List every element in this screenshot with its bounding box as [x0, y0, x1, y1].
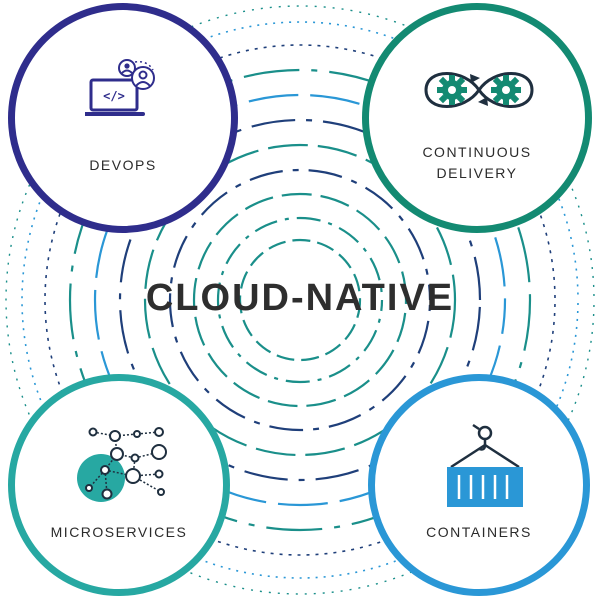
ring-8	[68, 68, 532, 532]
microservices-label: MICROSERVICES	[50, 524, 188, 540]
ring-4	[168, 168, 432, 432]
ring-9	[44, 44, 556, 556]
continuous-delivery-label-line2: DELIVERY	[436, 165, 518, 181]
ring-2	[216, 216, 384, 384]
shipping-container-crane-icon	[447, 423, 523, 507]
continuous-delivery-label: CONTINUOUS DELIVERY	[369, 142, 585, 184]
continuous-delivery-node: CONTINUOUS DELIVERY	[362, 3, 592, 233]
containers-node: CONTAINERS	[368, 374, 590, 596]
ring-1	[238, 238, 362, 362]
continuous-delivery-label-line1: CONTINUOUS	[422, 144, 532, 160]
devops-laptop-users-icon: </>	[85, 59, 155, 116]
ring-10	[21, 21, 579, 579]
ring-6	[118, 118, 482, 482]
ring-11	[5, 5, 595, 595]
microservices-node: MICROSERVICES	[8, 374, 230, 596]
diagram-title: CLOUD-NATIVE	[145, 277, 455, 319]
devops-node: </> DEVOPS	[8, 3, 238, 233]
ring-3	[192, 192, 408, 408]
devops-label: DEVOPS	[89, 157, 157, 173]
ring-5	[143, 143, 457, 457]
ring-7	[93, 93, 507, 507]
containers-label: CONTAINERS	[426, 524, 532, 540]
gears-loop-icon	[424, 72, 534, 108]
microservices-network-icon	[77, 427, 167, 502]
svg-text:</>: </>	[103, 89, 125, 103]
